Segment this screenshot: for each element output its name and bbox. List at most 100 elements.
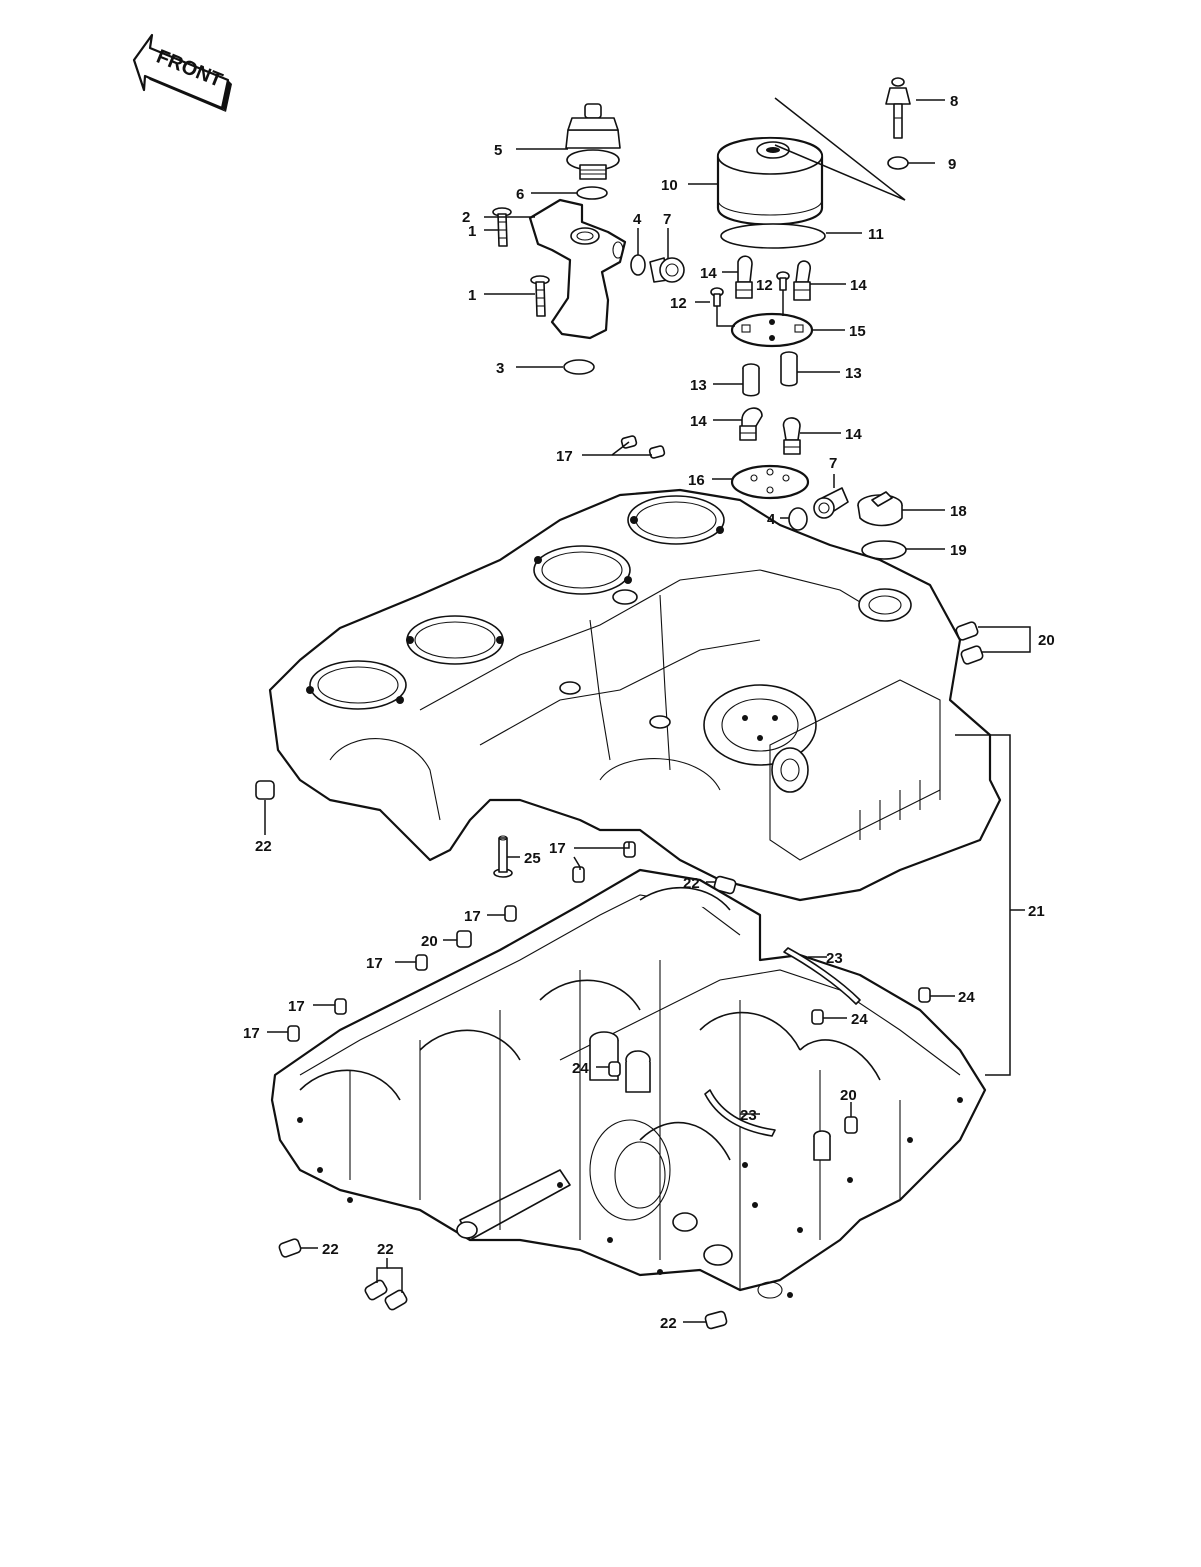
o-ring-19-part [861,540,907,560]
callout-25: 25 [524,850,541,867]
callout-22-left: 22 [255,838,272,855]
plate-15-part [730,312,814,348]
callout-10: 10 [661,177,678,194]
callout-17-e: 17 [288,998,305,1015]
upper-crankcase-part [268,488,1002,902]
dowel-22-pair-b [384,1289,408,1311]
callout-1-lower: 1 [468,287,476,304]
callout-17-c: 17 [464,908,481,925]
plug-7-lower-part [813,487,849,519]
callout-22-pair: 22 [377,1241,394,1258]
dowel-22-mid-part [713,875,737,895]
washer-4-lower-part [788,507,808,531]
callout-17-mid: 17 [549,840,566,857]
screw-12-left-part [710,287,724,307]
callout-11: 11 [868,226,884,243]
dowel-22-bottom-left-part [278,1238,302,1258]
callout-24-mid: 24 [851,1011,868,1028]
bolt-1-lower-part [530,275,550,317]
oil-filter-part [716,137,824,226]
lower-crankcase-part [270,868,987,1299]
dowel-24-mid-part [811,1009,824,1025]
callout-14-upper-left: 14 [700,265,717,282]
oil-filter-bracket-part [528,198,627,340]
callout-17-upper: 17 [556,448,573,465]
callout-14-lower-left: 14 [690,413,707,430]
o-ring-11-part [720,223,826,249]
o-ring-3-part [563,359,595,375]
dowel-17-e [504,905,517,922]
dowel-22-bottom-part [704,1310,728,1330]
callout-7-lower: 7 [829,455,837,472]
dowel-17-d [572,866,585,883]
callout-22-bottom: 22 [660,1315,677,1332]
callout-14-lower-right: 14 [845,426,862,443]
dowel-24-left-part [608,1061,621,1077]
elbow-pipe-14-upper-left [735,255,753,299]
callout-16: 16 [688,472,705,489]
dowel-24-right-part [918,987,931,1003]
dowel-22-left-part [255,780,275,800]
o-ring-6-part [576,186,608,200]
callout-5: 5 [494,142,502,159]
callout-23-upper: 23 [826,950,843,967]
callout-22-bottom-left: 22 [322,1241,339,1258]
callout-4-upper: 4 [633,211,642,228]
callout-1-upper: 1 [468,223,476,240]
callout-6: 6 [516,186,524,203]
callout-9: 9 [948,156,956,173]
callout-3: 3 [496,360,504,377]
plate-16-part [730,464,810,500]
callout-13-right: 13 [845,365,862,382]
leader-10-8-9 [774,97,906,201]
dowel-22-pair-a [364,1279,388,1301]
callout-8: 8 [950,93,958,110]
screw-12-right-part [776,271,790,291]
filler-cap-18-part [857,491,903,527]
elbow-pipe-14-upper-right [793,260,811,301]
callout-2: 2 [462,209,470,226]
washer-4-upper-part [630,254,646,276]
leader-lines [264,99,1031,1323]
callout-7-upper: 7 [663,211,671,228]
callout-21: 21 [1028,903,1045,920]
callout-12-left: 12 [670,295,687,312]
callout-14-upper-right: 14 [850,277,867,294]
tube-13-left-part [742,363,760,397]
callout-19: 19 [950,542,967,559]
callout-22-mid: 22 [683,875,700,892]
bearing-23-lower-part [704,1089,776,1137]
callout-23-lower: 23 [740,1107,757,1124]
dowel-20-right-pair [955,621,984,665]
elbow-pipe-14-lower-left [739,407,763,441]
callout-17-f: 17 [243,1025,260,1042]
callout-18: 18 [950,503,967,520]
callout-17-d: 17 [366,955,383,972]
washer-9-part [887,156,909,170]
callout-4-lower: 4 [767,511,776,528]
tube-13-right-part [780,351,798,387]
bolt-25-part [493,835,513,878]
oil-pressure-switch-part [565,103,621,180]
callout-24-right: 24 [958,989,975,1006]
front-arrow-icon: FRONT [132,33,232,112]
callout-13-left: 13 [690,377,707,394]
bolt-8-part [885,77,911,139]
dowel-20-lower-part [844,1116,858,1134]
callout-12-right: 12 [756,277,773,294]
bearing-23-upper-part [783,947,861,1005]
callout-20-right: 20 [1038,632,1055,649]
dowel-20-left-part [456,930,472,948]
callout-20-lower: 20 [840,1087,857,1104]
callout-20-left: 20 [421,933,438,950]
dowel-17-g [334,998,347,1015]
callout-labels: 5 6 2 1 1 3 4 7 10 8 9 11 14 12 14 12 15… [243,93,1055,1332]
callout-15: 15 [849,323,866,340]
elbow-pipe-14-lower-right [782,417,801,455]
dowel-17-f [415,954,428,971]
dowel-17-h [287,1025,300,1042]
callout-24-left: 24 [572,1060,589,1077]
plug-7-upper-part [649,257,685,283]
bolt-1-upper-part [492,207,512,247]
